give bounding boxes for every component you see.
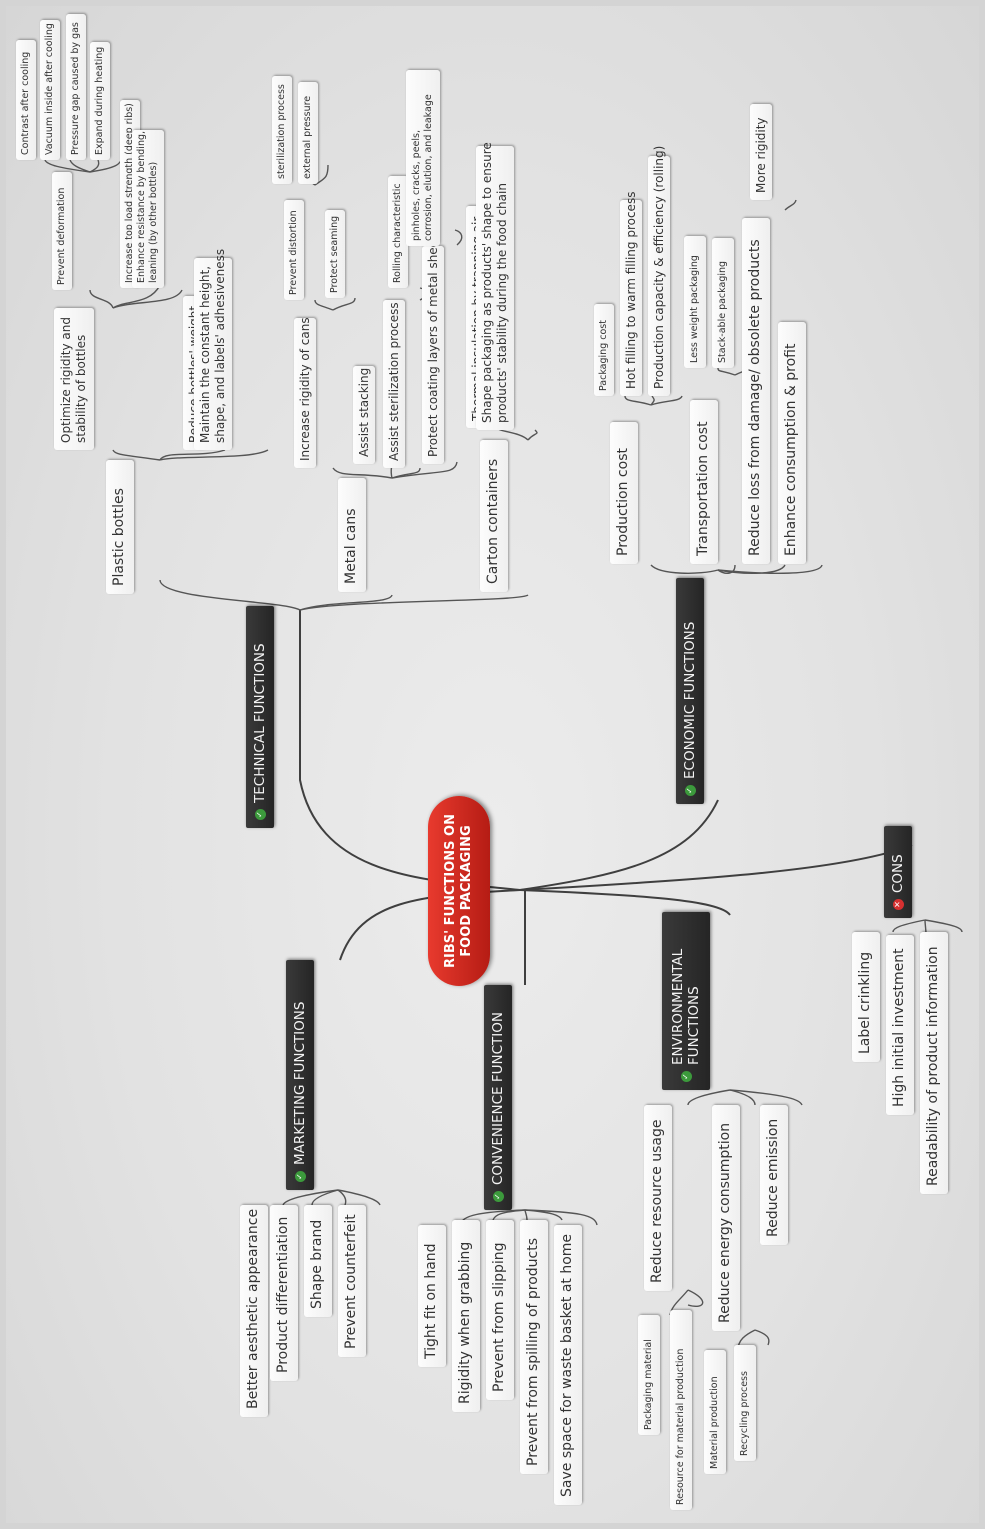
category-cons-label: CONS xyxy=(889,854,906,893)
node-assist-sterilization-label: Assist sterilization process xyxy=(383,300,405,468)
node-external-pressure[interactable]: external pressure xyxy=(298,82,338,184)
node-resource-material-production-label: Resource for material production xyxy=(670,1310,692,1510)
category-cons[interactable]: ✕ CONS xyxy=(884,826,940,918)
node-prevent-distortion[interactable]: Prevent distortion xyxy=(284,200,324,300)
category-technical-label: TECHNICAL FUNCTIONS xyxy=(251,643,268,803)
node-prevent-spilling-label: Prevent from spilling of products xyxy=(520,1220,548,1474)
node-sterilization-process-label: sterilization process xyxy=(272,76,292,184)
check-icon: ✓ xyxy=(492,1191,504,1202)
category-marketing-label: MARKETING FUNCTIONS xyxy=(291,1001,308,1165)
check-icon: ✓ xyxy=(680,1071,692,1082)
node-enhance-resistance-label: Enhance resistance by bending, leaning (… xyxy=(132,130,164,288)
node-counterfeit[interactable]: Prevent counterfeit xyxy=(338,1205,394,1357)
node-less-weight-label: Less weight packaging xyxy=(684,236,706,368)
category-marketing[interactable]: ✓ MARKETING FUNCTIONS xyxy=(286,960,342,1190)
node-stackable-label: Stack-able packaging xyxy=(712,238,734,368)
node-vacuum-inside-label: Vacuum inside after cooling xyxy=(40,20,60,160)
node-protect-coating[interactable]: Protect coating layers of metal sheet xyxy=(422,235,466,464)
node-shape-packaging[interactable]: Shape packaging as products' shape to en… xyxy=(476,142,552,430)
node-aesthetic-label: Better aesthetic appearance xyxy=(240,1205,268,1417)
node-carton-containers-label: Carton containers xyxy=(480,440,508,592)
node-production-cost-label: Production cost xyxy=(610,422,638,564)
node-protect-coating-label: Protect coating layers of metal sheet xyxy=(422,235,444,464)
node-prevent-deformation-label: Prevent deformation xyxy=(52,172,72,290)
node-production-capacity-label: Production capacity & efficiency (rollin… xyxy=(648,146,670,396)
node-prevent-distortion-label: Prevent distortion xyxy=(284,200,304,300)
node-protect-seaming-label: Protect seaming xyxy=(325,210,345,298)
node-rolling-characteristic-label: Rolling characteristic xyxy=(388,176,408,288)
node-prevent-deformation[interactable]: Prevent deformation xyxy=(52,172,92,290)
node-counterfeit-label: Prevent counterfeit xyxy=(338,1205,366,1357)
node-enhance-consumption[interactable]: Enhance consumption & profit xyxy=(778,322,834,564)
category-economic-label: ECONOMIC FUNCTIONS xyxy=(681,621,698,779)
node-readability-label: Readability of product information xyxy=(920,932,948,1194)
node-packaging-material-label: Packaging material xyxy=(638,1315,660,1435)
category-economic[interactable]: ✓ ECONOMIC FUNCTIONS xyxy=(676,578,732,804)
node-expand-heating-label: Expand during heating xyxy=(90,42,110,160)
node-external-pressure-label: external pressure xyxy=(298,82,318,184)
node-protect-seaming[interactable]: Protect seaming xyxy=(325,210,365,298)
node-assist-stacking-label: Assist stacking xyxy=(353,366,375,464)
node-shape-packaging-label: Shape packaging as products' shape to en… xyxy=(476,142,514,430)
node-high-investment-label: High initial investment xyxy=(886,935,914,1115)
node-packaging-cost-label: Packaging cost xyxy=(594,304,614,396)
node-transportation-cost-label: Transportation cost xyxy=(690,400,718,564)
node-reduce-emission[interactable]: Reduce emission xyxy=(760,1105,816,1245)
node-maintain-height-label: Maintain the constant height, shape, and… xyxy=(194,249,232,450)
category-technical[interactable]: ✓ TECHNICAL FUNCTIONS xyxy=(246,606,302,828)
node-more-rigidity[interactable]: More rigidity xyxy=(750,104,794,200)
node-contrast-after-cooling-label: Contrast after cooling xyxy=(16,40,36,160)
central-topic-label: RIBS' FUNCTIONS ON FOOD PACKAGING xyxy=(428,796,490,986)
node-pinholes-label: pinholes, cracks, peels, corrosion, elut… xyxy=(406,70,440,246)
check-icon: ✓ xyxy=(294,1171,306,1182)
node-recycling-process-label: Recycling process xyxy=(734,1345,756,1461)
node-increase-rigidity-cans[interactable]: Increase rigidity of cans xyxy=(294,317,338,468)
node-plastic-bottles-label: Plastic bottles xyxy=(106,460,134,594)
central-topic-node[interactable]: RIBS' FUNCTIONS ON FOOD PACKAGING xyxy=(428,796,552,986)
node-material-production-label: Material production xyxy=(704,1350,726,1474)
node-rigidity-grabbing-label: Rigidity when grabbing xyxy=(452,1220,480,1412)
node-readability[interactable]: Readability of product information xyxy=(920,932,976,1194)
node-reduce-resource[interactable]: Reduce resource usage xyxy=(644,1105,700,1291)
node-carton-containers[interactable]: Carton containers xyxy=(480,440,536,592)
node-reduce-emission-label: Reduce emission xyxy=(760,1105,788,1245)
node-shape-brand-label: Shape brand xyxy=(304,1205,332,1317)
node-optimize-rigidity[interactable]: Optimize rigidity and stability of bottl… xyxy=(54,308,134,450)
node-tight-fit-label: Tight fit on hand xyxy=(418,1225,446,1367)
node-pressure-gap-label: Pressure gap caused by gas xyxy=(66,14,86,160)
node-plastic-bottles[interactable]: Plastic bottles xyxy=(106,460,162,594)
category-environmental-label: ENVIRONMENTAL FUNCTIONS xyxy=(669,948,702,1065)
node-enhance-resistance[interactable]: Enhance resistance by bending, leaning (… xyxy=(132,130,196,288)
node-optimize-rigidity-label: Optimize rigidity and stability of bottl… xyxy=(54,308,94,450)
node-reduce-loss-label: Reduce loss from damage/ obsolete produc… xyxy=(742,218,770,564)
node-enhance-consumption-label: Enhance consumption & profit xyxy=(778,322,806,564)
node-label-crinkling-label: Label crinkling xyxy=(852,932,880,1062)
node-reduce-energy-label: Reduce energy consumption xyxy=(712,1105,740,1331)
node-prevent-slipping-label: Prevent from slipping xyxy=(486,1220,514,1400)
node-more-rigidity-label: More rigidity xyxy=(750,104,772,200)
category-convenience[interactable]: ✓ CONVENIENCE FUNCTION xyxy=(484,985,540,1210)
node-hot-filling-label: Hot filling to warm filling process xyxy=(620,192,642,396)
cross-icon: ✕ xyxy=(892,899,904,910)
check-icon: ✓ xyxy=(254,809,266,820)
node-save-space[interactable]: Save space for waste basket at home xyxy=(554,1225,610,1505)
check-icon: ✓ xyxy=(684,785,696,796)
node-increase-rigidity-cans-label: Increase rigidity of cans xyxy=(294,317,316,468)
node-production-cost[interactable]: Production cost xyxy=(610,422,666,564)
node-reduce-resource-label: Reduce resource usage xyxy=(644,1105,672,1291)
category-convenience-label: CONVENIENCE FUNCTION xyxy=(489,1012,506,1185)
node-save-space-label: Save space for waste basket at home xyxy=(554,1225,582,1505)
node-metal-cans-label: Metal cans xyxy=(338,478,366,592)
node-differentiation-label: Product differentiation xyxy=(270,1205,298,1381)
node-maintain-height[interactable]: Maintain the constant height, shape, and… xyxy=(194,249,270,450)
node-metal-cans[interactable]: Metal cans xyxy=(338,478,394,592)
node-recycling-process[interactable]: Recycling process xyxy=(734,1345,778,1461)
category-environmental[interactable]: ✓ ENVIRONMENTAL FUNCTIONS xyxy=(662,912,758,1090)
